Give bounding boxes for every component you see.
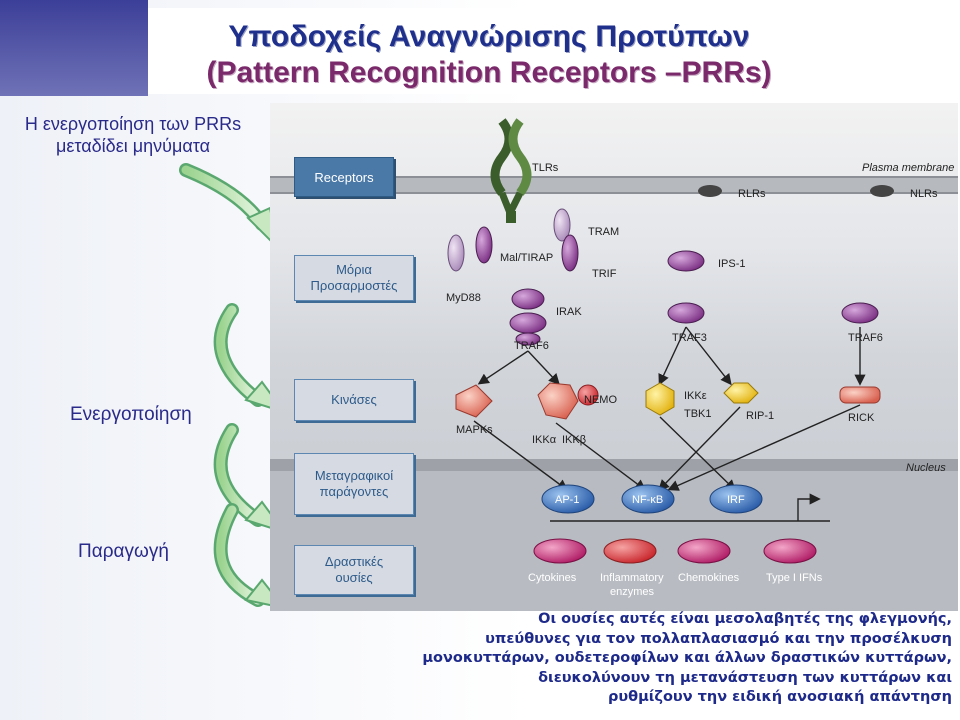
trif-shape (561, 234, 579, 272)
panel-receptors: Receptors (294, 157, 394, 197)
activation-caption-line-2: μεταδίδει μηνύματα (56, 136, 210, 156)
label-irf: IRF (727, 494, 745, 506)
label-chemokines: Chemokines (678, 572, 740, 584)
label-nemo: NEMO (584, 394, 617, 406)
tlr-receptor-shape (490, 118, 532, 223)
mapks-shape (455, 384, 493, 418)
arrow-1 (179, 163, 280, 252)
label-ips1: IPS-1 (718, 258, 746, 270)
panel-adaptors: Μόρια Προσαρμοστές (294, 255, 414, 301)
adaptor-arrows (477, 326, 866, 386)
label-type1-ifns: Type I IFNs (766, 572, 823, 584)
type1-ifns-shape (763, 538, 817, 564)
panel-adaptors-line-2: Προσαρμοστές (310, 278, 398, 293)
label-plasma-membrane: Plasma membrane (862, 162, 954, 174)
panel-tf-line-1: Μεταγραφικοί (314, 468, 394, 483)
nfkb-shape (621, 484, 675, 514)
irak-shape (511, 288, 545, 310)
conclusion-line-4: διευκολύνουν τη μετανάστευση των κυττάρω… (538, 669, 952, 686)
pathway-figure: TLRs Plasma membrane RLRs NLRs TRAM Mal/… (270, 103, 958, 611)
label-traf3: TRAF3 (672, 332, 707, 344)
label-rick: RICK (848, 412, 875, 424)
inflammatory-shape (603, 538, 657, 564)
panel-kinases: Κινάσες (294, 379, 414, 421)
left-accent-bar (0, 0, 148, 96)
label-nucleus: Nucleus (906, 462, 946, 474)
label-nlrs: NLRs (910, 188, 938, 200)
myd88-shape (447, 234, 465, 272)
panel-effectors-line-1: Δραστικές (324, 554, 384, 569)
label-energopoiisi: Ενεργοποίηση (70, 404, 192, 425)
ikke-tbk1-shape (645, 382, 675, 416)
label-ap1: AP-1 (555, 494, 579, 506)
irf-shape (709, 484, 763, 514)
panel-adaptors-line-1: Μόρια (336, 262, 372, 277)
rick-shape (839, 386, 881, 404)
traf6-shape-a2 (515, 332, 541, 346)
label-mal-tirap: Mal/TIRAP (500, 252, 553, 264)
label-myd88: MyD88 (446, 292, 481, 304)
label-traf6-b: TRAF6 (848, 332, 883, 344)
label-traf6-a: TRAF6 (514, 340, 549, 352)
cytokines-shape (533, 538, 587, 564)
label-paragogi: Παραγωγή (78, 541, 169, 562)
panel-transcription-factors: Μεταγραφικοί παράγοντες (294, 453, 414, 515)
label-cytokines: Cytokines (528, 572, 577, 584)
activation-caption-line-1: Η ενεργοποίηση των PRRs (24, 114, 242, 134)
nemo-shape (577, 384, 599, 406)
panel-tf-line-2: παράγοντες (319, 484, 389, 499)
chemokines-shape (677, 538, 731, 564)
kinase-arrows (473, 404, 861, 492)
label-ikke: IKKε (684, 390, 707, 402)
title-line-1: Υποδοχείς Αναγνώρισης Προτύπων (228, 20, 750, 53)
nlr-shape (870, 185, 894, 197)
conclusion-line-2: υπεύθυνες για τον πολλαπλασιασμό και την… (485, 630, 952, 647)
label-tlrs: TLRs (532, 162, 559, 174)
ips1-shape (667, 250, 705, 272)
mal-tirap-shape (475, 226, 493, 264)
label-tbk1: TBK1 (684, 408, 712, 420)
activation-caption: Η ενεργοποίηση των PRRs μεταδίδει μηνύμα… (8, 113, 258, 157)
conclusion-line-5: ρυθμίζουν την ειδική ανοσιακή απάντηση (607, 689, 952, 705)
label-trif: TRIF (592, 268, 617, 280)
flow-arrows (179, 163, 287, 610)
label-rlrs: RLRs (738, 188, 766, 200)
conclusion-text: Οι ουσίες αυτές είναι μεσολαβητές της φλ… (392, 610, 952, 708)
gene-promoter (550, 493, 830, 522)
conclusion-line-1: Οι ουσίες αυτές είναι μεσολαβητές της φλ… (538, 611, 952, 627)
rip1-shape (723, 382, 759, 404)
conclusion-line-3: μονοκυττάρων, ουδετεροφίλων και άλλων δρ… (422, 650, 952, 666)
panel-effectors-line-2: ουσίες (335, 570, 373, 585)
traf3-shape (667, 302, 705, 324)
label-nfkb: NF-κB (632, 494, 663, 506)
ikk-shape (537, 382, 579, 420)
label-tram: TRAM (588, 226, 619, 238)
label-mapks: MAPKs (456, 424, 493, 436)
label-inflammatory-line1: Inflammatory (600, 572, 664, 584)
label-irak: IRAK (556, 306, 582, 318)
title-line-2: (Pattern Recognition Receptors –PRRs) (206, 56, 772, 89)
rlr-shape (698, 185, 722, 197)
ap1-shape (541, 484, 595, 514)
label-ikkb: IKKβ (562, 434, 586, 446)
label-inflammatory-line2: enzymes (610, 586, 655, 598)
traf6-shape-a1 (509, 312, 547, 334)
tram-shape (553, 208, 571, 242)
traf6-shape-b (841, 302, 879, 324)
title-box: Υποδοχείς Αναγνώρισης Προτύπων (Pattern … (148, 8, 830, 94)
panel-effectors: Δραστικές ουσίες (294, 545, 414, 595)
label-ikka: IKKα (532, 434, 557, 446)
label-rip1: RIP-1 (746, 410, 774, 422)
